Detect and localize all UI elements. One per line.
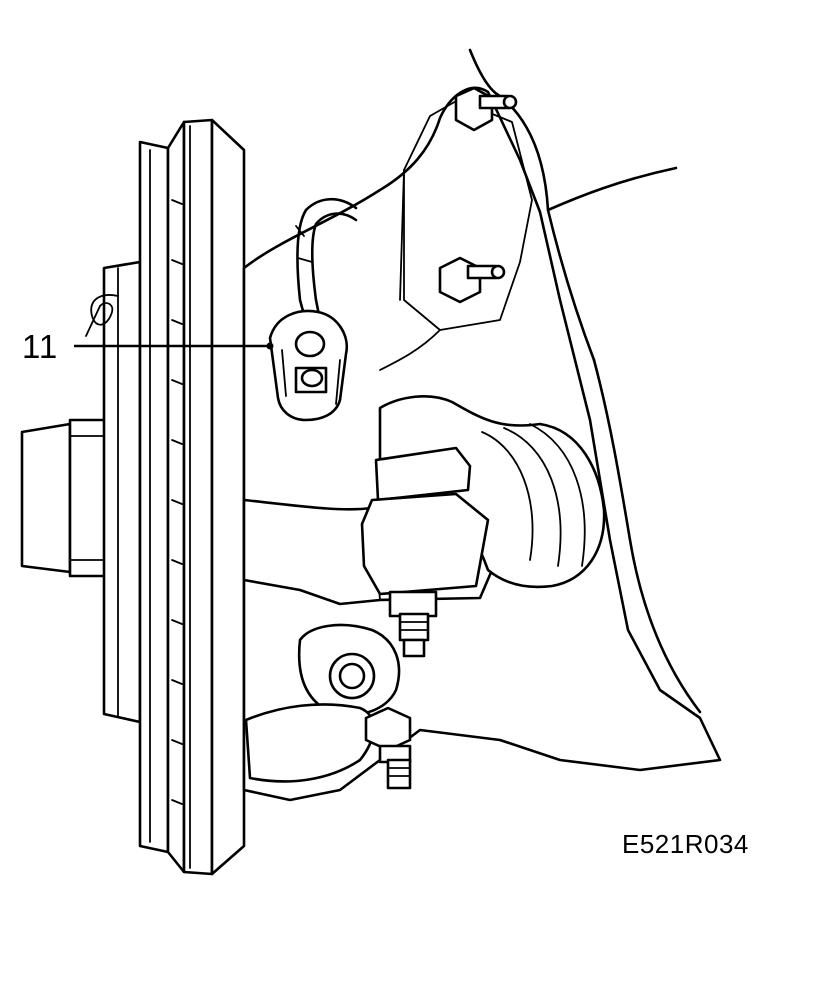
lower-stud	[364, 706, 412, 790]
figure-code: E521R034	[622, 829, 749, 859]
callout-11-label: 11	[22, 328, 59, 365]
drive-shaft-boot	[360, 395, 606, 596]
callout-11-leader	[74, 342, 274, 350]
lower-bolt	[388, 590, 438, 658]
ball-joint	[244, 623, 401, 783]
sensor-cable	[295, 197, 358, 324]
upper-bolt	[438, 86, 518, 304]
abs-sensor	[268, 309, 349, 422]
brake-disc	[138, 118, 246, 876]
hub-flange	[85, 260, 142, 724]
